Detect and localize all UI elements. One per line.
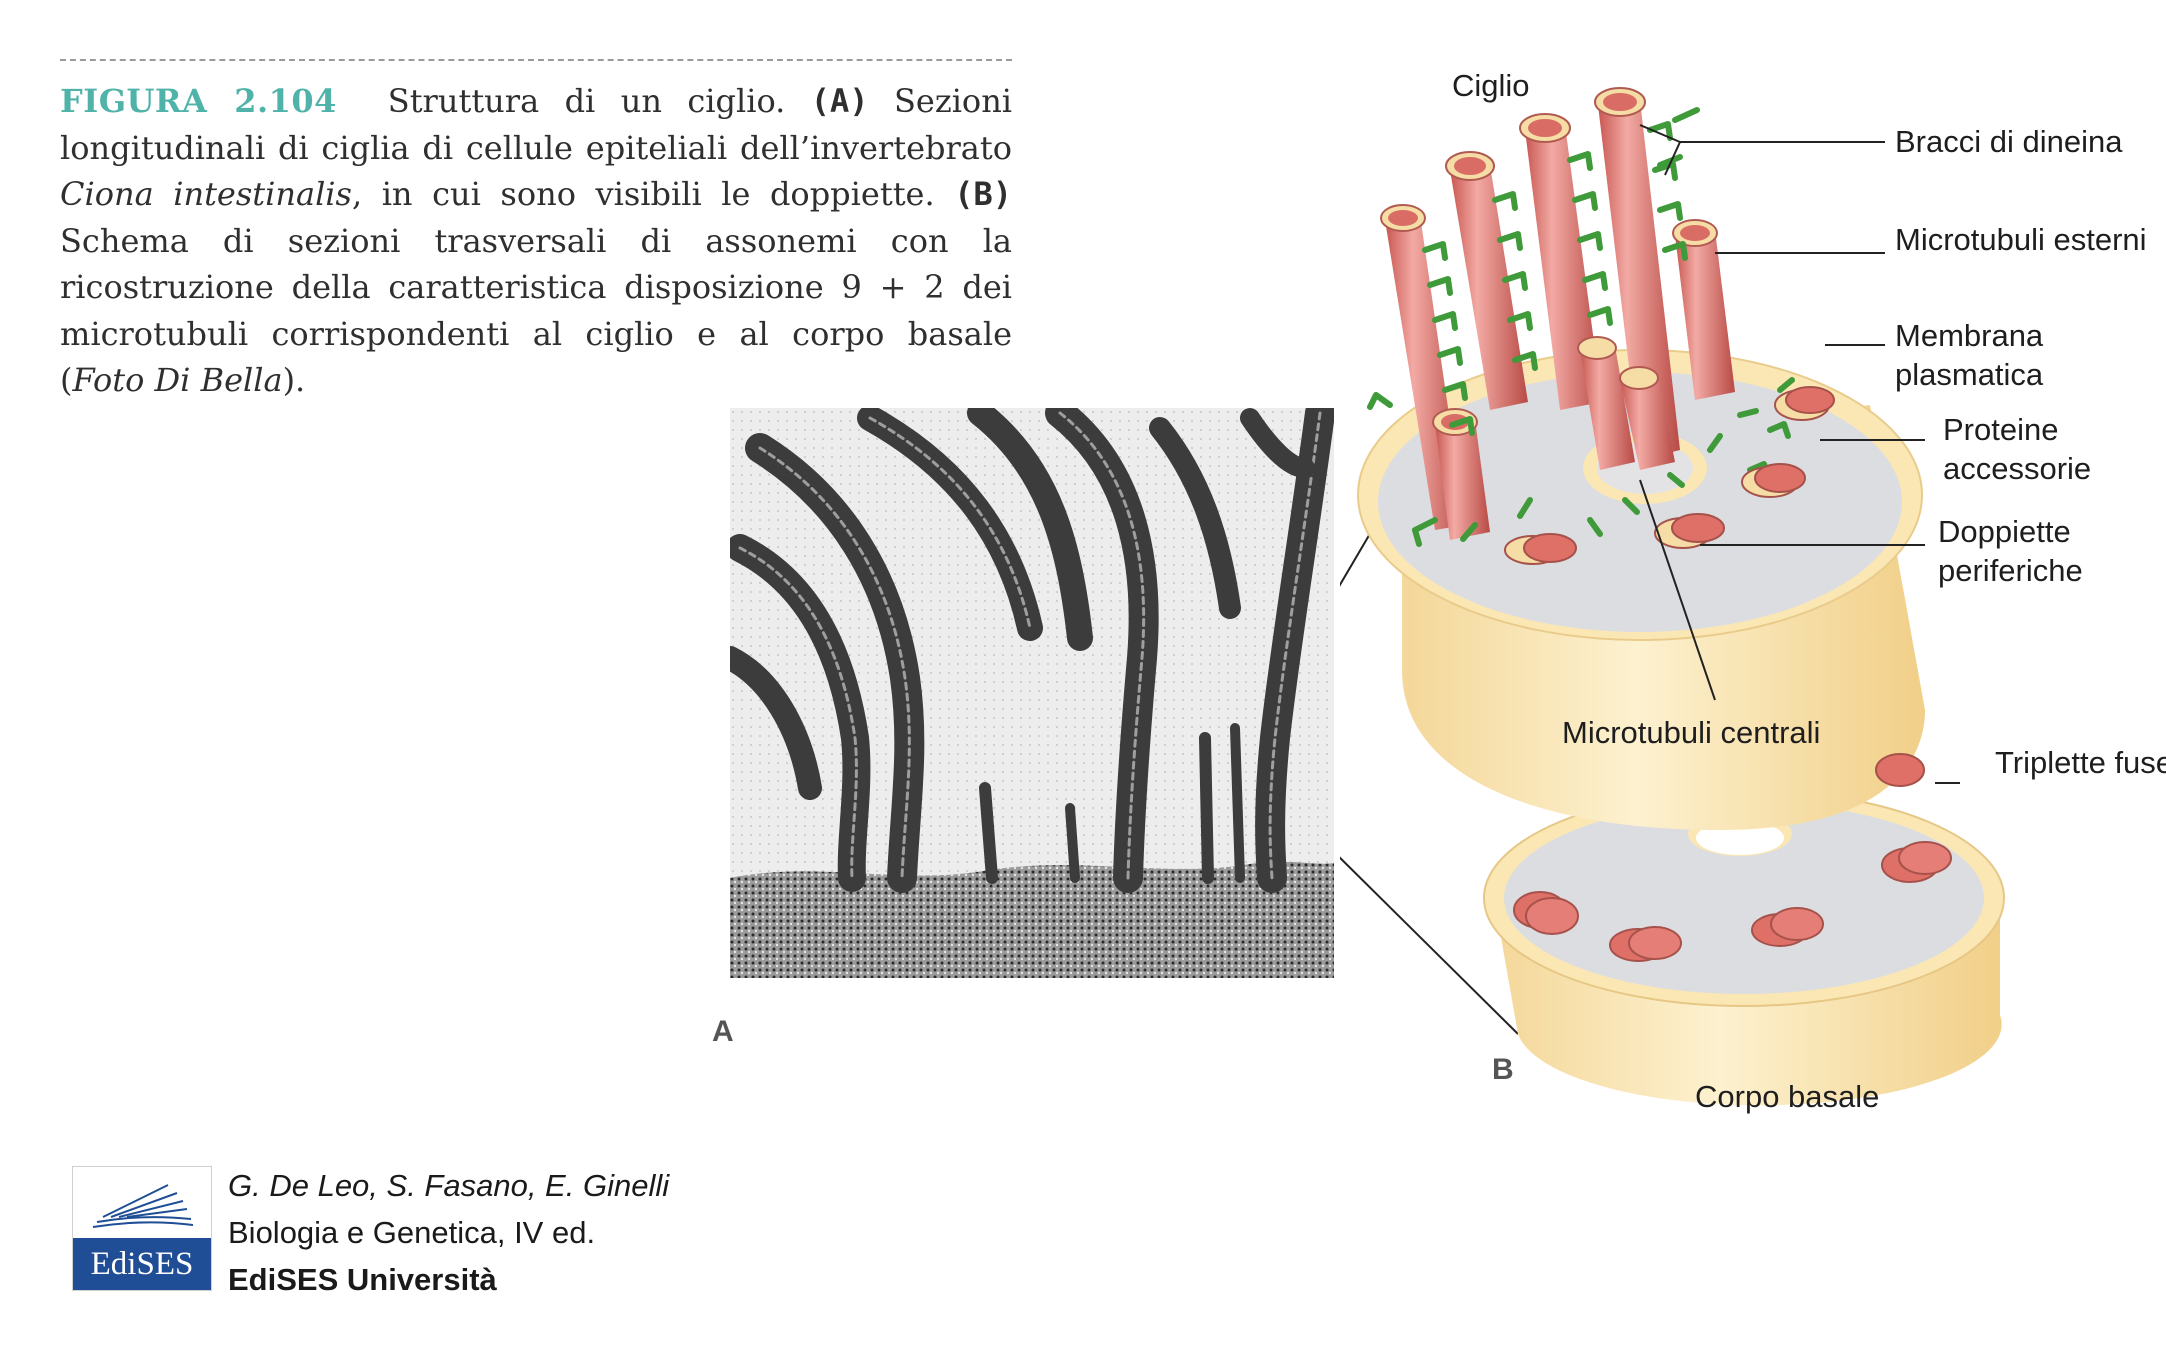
micrograph-panel-a [730, 408, 1334, 978]
peripheral-doublets [1504, 386, 1835, 565]
label-membrana-plasmatica: Membrana plasmatica [1895, 318, 2044, 392]
cilium-diagram-panel-b: Ciglio Bracci di dineina Microtubuli est… [1340, 50, 2166, 1160]
label-microtubuli-centrali: Microtubuli centrali [1562, 715, 1821, 750]
panel-label-b: B [1492, 1053, 1514, 1086]
header-rule [60, 59, 1012, 61]
callout-lines [1639, 124, 1960, 784]
figure-caption: FIGURA 2.104 Struttura di un ciglio. (A)… [60, 78, 1012, 404]
basal-triplets [1513, 753, 1952, 962]
open-book-icon [92, 1184, 194, 1228]
publisher-text: G. De Leo, S. Fasano, E. Ginelli Biologi… [228, 1162, 669, 1303]
label-doppiette-periferiche: Doppiette periferiche [1938, 514, 2083, 588]
cilium-diagram [1340, 87, 2005, 1106]
panel-label-a: A [712, 1015, 734, 1048]
caption-species: Ciona intestinalis [60, 175, 352, 213]
caption-text-b-end: ). [282, 361, 306, 399]
leader-line-lower [1340, 856, 1519, 1035]
label-proteine-accessorie: Proteine accessorie [1943, 412, 2092, 486]
caption-marker-a: (A) [810, 82, 869, 120]
caption-marker-b: (B) [954, 175, 1013, 213]
dynein-arms [1367, 107, 1795, 547]
caption-text-a-end: , in cui sono visibili le doppiette. [351, 175, 935, 213]
publisher-name: EdiSES Università [228, 1262, 497, 1297]
basal-body [1483, 789, 2005, 1106]
caption-text-b: Schema di sezioni trasversali di assonem… [60, 221, 1012, 400]
label-bracci-dineina: Bracci di dineina [1895, 124, 2123, 159]
label-corpo-basale: Corpo basale [1695, 1079, 1880, 1114]
logo-wordmark: EdiSES [73, 1238, 211, 1290]
label-triplette-fuse: Triplette fuse [1995, 745, 2166, 780]
book-authors: G. De Leo, S. Fasano, E. Ginelli [228, 1168, 670, 1203]
publisher-credit: EdiSES G. De Leo, S. Fasano, E. Ginelli … [72, 1162, 712, 1297]
micrograph-image [730, 408, 1334, 978]
book-title: Biologia e Genetica, IV ed. [228, 1215, 596, 1250]
edises-logo: EdiSES [72, 1166, 212, 1291]
caption-title: Struttura di un ciglio. [387, 82, 786, 120]
label-ciglio: Ciglio [1452, 68, 1530, 103]
outer-microtubules [1380, 87, 1735, 540]
label-microtubuli-esterni: Microtubuli esterni [1895, 222, 2147, 257]
figure-label: FIGURA 2.104 [60, 82, 337, 120]
caption-photo-credit: Foto Di Bella [72, 361, 283, 399]
caption-text-a: Sezioni longitudinali di ciglia di cellu… [60, 82, 1013, 167]
